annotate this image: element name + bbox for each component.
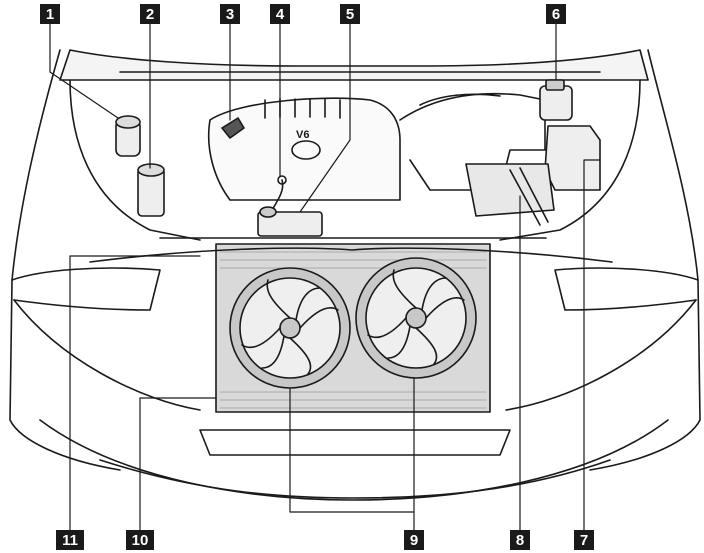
- callout-10-label: 10: [132, 532, 149, 549]
- callout-6-label: 6: [552, 6, 560, 23]
- callout-4: 4: [270, 4, 290, 24]
- callout-11-label: 11: [62, 532, 78, 549]
- callout-11: 11: [56, 530, 84, 550]
- left-fender-inner: [69, 79, 201, 241]
- right-fender-inner: [499, 79, 641, 241]
- callout-8-label: 8: [516, 532, 524, 549]
- oil-filler-cap: [221, 117, 245, 139]
- dipstick-handle: [277, 175, 287, 185]
- washer-tank: [539, 85, 573, 121]
- fuse-box: [544, 125, 601, 191]
- callout-7: 7: [574, 530, 594, 550]
- left-fender: [9, 49, 121, 471]
- callout-3: 3: [220, 4, 240, 24]
- callouts: 1 2 3 4 5 6 7 8: [40, 4, 594, 550]
- callout-2-label: 2: [146, 6, 154, 23]
- callout-4-label: 4: [276, 6, 285, 23]
- washer-cap: [545, 79, 565, 91]
- intake-hose: [419, 93, 501, 106]
- front-bumper: [13, 299, 697, 411]
- callout-8: 8: [510, 530, 530, 550]
- callout-10: 10: [126, 530, 154, 550]
- coolant-cap: [259, 206, 277, 218]
- right-fender: [589, 49, 701, 471]
- radiator-fins: [219, 251, 487, 409]
- hood-release-lever: [89, 247, 613, 263]
- right-cooling-fan: [355, 257, 477, 379]
- callout-9-label: 9: [410, 532, 418, 549]
- reservoir-2-cap: [137, 163, 165, 177]
- coolant-reservoir: [257, 211, 323, 237]
- reservoir-1-cap: [115, 115, 141, 129]
- battery: [465, 163, 555, 217]
- lower-grille: [199, 429, 511, 456]
- engine-badge-ring: [291, 140, 321, 160]
- battery-clamp: [509, 167, 549, 226]
- callout-5: 5: [340, 4, 360, 24]
- callout-7-label: 7: [580, 532, 588, 549]
- hood-outline: [59, 49, 649, 81]
- callout-3-label: 3: [226, 6, 234, 23]
- engine-marking: V6: [296, 129, 309, 141]
- callout-9: 9: [404, 530, 424, 550]
- bumper-lip: [99, 459, 611, 499]
- callout-5-label: 5: [346, 6, 354, 23]
- callout-1: 1: [40, 4, 60, 24]
- right-headlight: [554, 267, 699, 311]
- bumper-lower: [39, 419, 669, 501]
- callout-1-label: 1: [46, 6, 54, 23]
- callout-6: 6: [546, 4, 566, 24]
- callout-2: 2: [140, 4, 160, 24]
- engine-cover: [207, 97, 401, 201]
- left-headlight: [11, 267, 161, 311]
- left-cooling-fan: [229, 267, 351, 389]
- callout-leaders: [49, 21, 601, 533]
